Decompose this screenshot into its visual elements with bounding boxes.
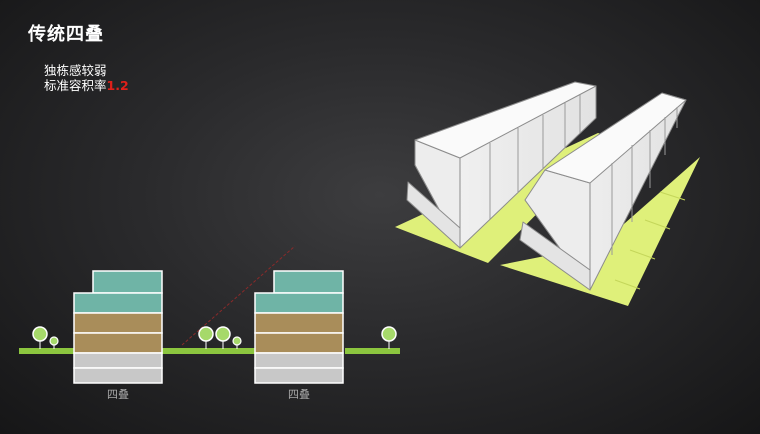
tree-left-large bbox=[32, 326, 48, 349]
lawn-strip-right bbox=[345, 348, 400, 354]
row-step bbox=[519, 221, 591, 291]
description-line-2: 标准容积率1.2 bbox=[44, 78, 129, 93]
lawn-strip-left bbox=[19, 348, 76, 354]
row-roof bbox=[414, 81, 597, 159]
plot-right-row bbox=[500, 157, 700, 306]
tree-middle-1 bbox=[198, 326, 214, 349]
unit-dividers bbox=[611, 107, 678, 255]
far-label: 标准容积率 bbox=[44, 78, 107, 93]
slide-title: 传统四叠 bbox=[28, 24, 104, 45]
basement-floor bbox=[254, 367, 344, 384]
house-row-left bbox=[406, 81, 597, 249]
house-row-right bbox=[519, 92, 687, 291]
row-roof bbox=[544, 92, 687, 184]
basement-floor bbox=[73, 367, 163, 384]
tree-right bbox=[381, 326, 397, 349]
far-value: 1.2 bbox=[106, 78, 129, 93]
tree-left-small bbox=[49, 336, 59, 349]
building-section-right bbox=[254, 270, 344, 384]
description-line-1: 独栋感较弱 bbox=[44, 63, 107, 78]
row-step bbox=[406, 181, 461, 249]
unit-dividers bbox=[489, 95, 581, 219]
tree-middle-small bbox=[232, 336, 242, 349]
lawn-strip-middle bbox=[162, 348, 257, 354]
tree-middle-2 bbox=[215, 326, 231, 349]
description: 独栋感较弱 标准容积率1.2 bbox=[44, 63, 129, 93]
building-section-left bbox=[73, 270, 163, 384]
section-caption-left: 四叠 bbox=[107, 388, 129, 401]
section-caption-right: 四叠 bbox=[288, 388, 310, 401]
